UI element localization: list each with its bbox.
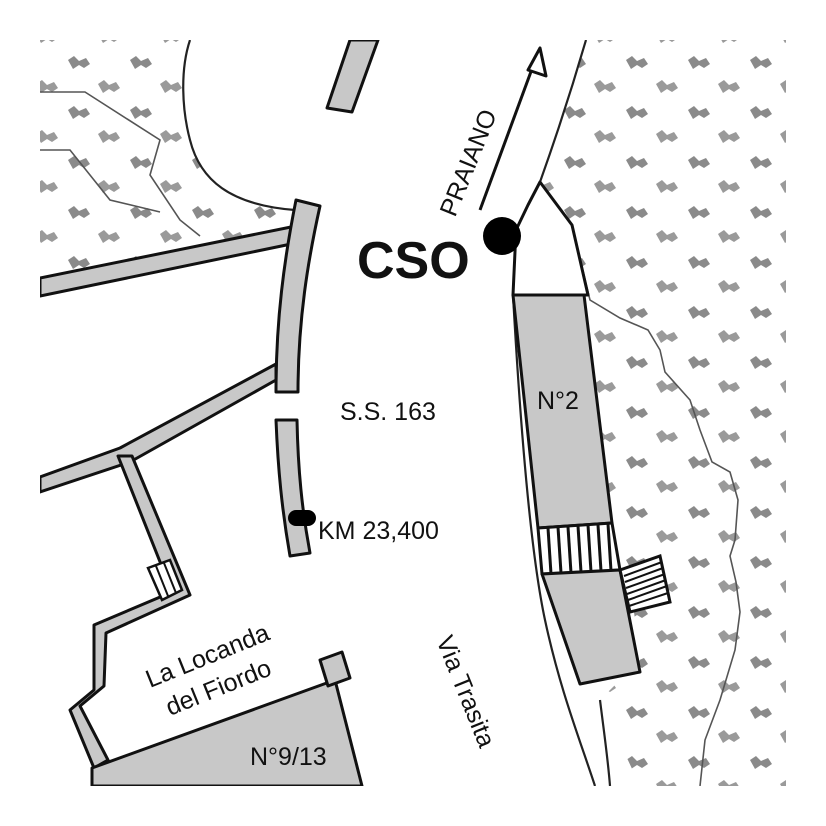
building-n913-label: N°9/13	[250, 743, 327, 771]
shoreline-top-left	[182, 40, 296, 212]
via-trasita-label: Via Trasita	[430, 632, 500, 752]
path-left-diagonal	[40, 362, 278, 494]
building-n913	[90, 678, 364, 786]
road-edge-left-lower	[511, 294, 597, 786]
cso-label: CSO	[357, 232, 470, 290]
stairs-side	[618, 554, 672, 614]
path-top-left	[40, 91, 201, 237]
road-edge-right	[538, 40, 588, 183]
vegetation-right	[540, 40, 786, 786]
building-n913-annex	[318, 650, 352, 688]
cso-marker-icon	[483, 217, 521, 255]
road-ss163-label: S.S. 163	[340, 398, 436, 426]
direction-arrow	[478, 46, 548, 211]
km-label: KM 23,400	[318, 517, 439, 545]
building-lower-right	[540, 568, 642, 686]
arrow-up-right-icon	[526, 46, 548, 78]
cliff-edge-right	[539, 181, 741, 786]
building-n2-label: N°2	[537, 387, 579, 415]
path-left-vertical	[68, 454, 192, 770]
road-edge-right-lower	[598, 699, 612, 786]
crossing-box	[146, 558, 184, 602]
km-marker-icon	[288, 510, 316, 526]
path-top-left-2	[40, 149, 161, 213]
road-segment-top	[325, 40, 380, 114]
praiano-label: PRAIANO	[435, 105, 503, 220]
stairs-main	[536, 521, 622, 576]
sidewalk-lower	[274, 418, 312, 558]
sidewalk-upper	[274, 198, 322, 394]
vegetation-top-left	[40, 40, 295, 275]
